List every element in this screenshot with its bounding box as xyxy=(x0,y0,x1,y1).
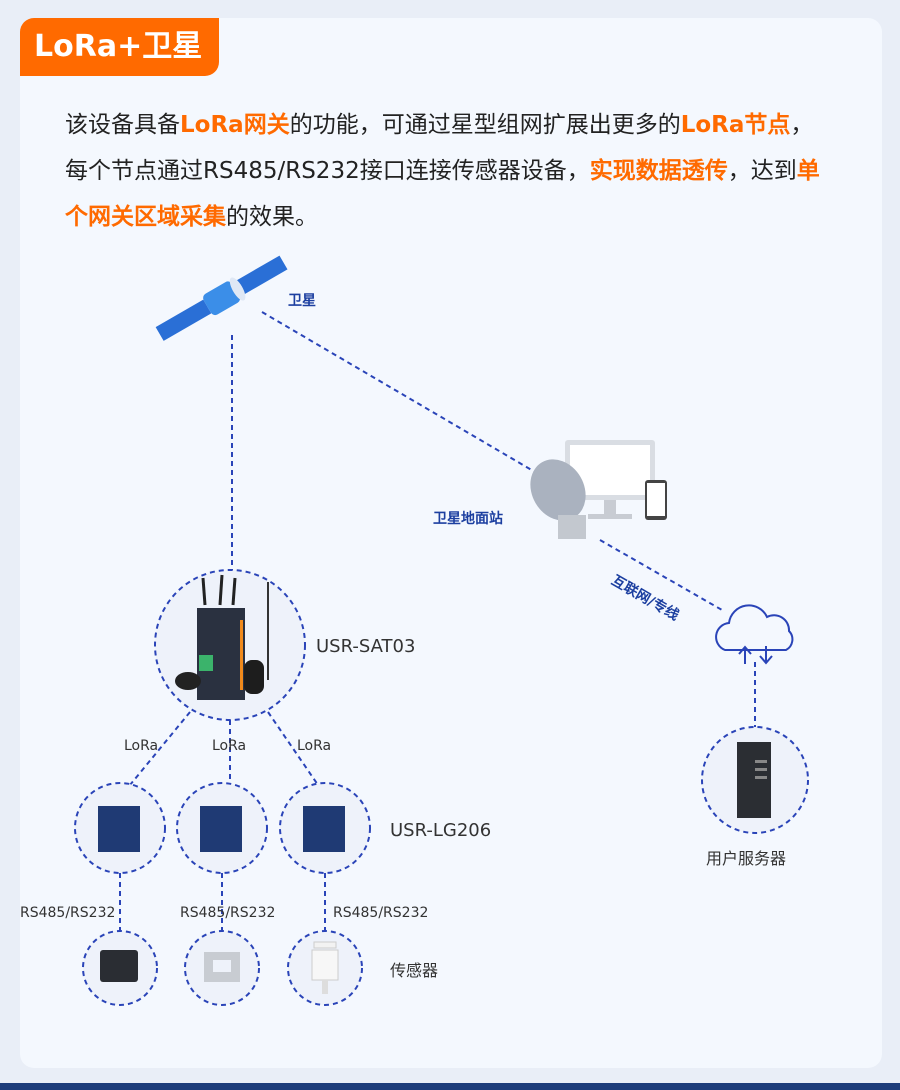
node-device-icons xyxy=(98,806,345,852)
text-seg: 的效果。 xyxy=(226,204,318,230)
highlight: 实现数据透传 xyxy=(589,158,728,184)
link-ground-cloud xyxy=(599,539,723,611)
satellite-label: 卫星 xyxy=(288,293,316,309)
link-lora-3 xyxy=(267,711,319,786)
gateway-model-label: USR-SAT03 xyxy=(316,636,416,657)
ground-station-icon xyxy=(530,440,667,539)
content-card xyxy=(20,18,882,1068)
lora-label: LoRa xyxy=(124,738,159,754)
server-label: 用户服务器 xyxy=(706,849,787,868)
text-seg: 的功能，可通过星型组网扩展出更多的 xyxy=(289,112,681,138)
section-tag: LoRa+卫星 xyxy=(20,18,219,76)
interface-label: RS485/RS232 xyxy=(333,905,429,921)
text-seg: 该设备具备 xyxy=(65,112,180,138)
text-seg: ，达到 xyxy=(727,158,797,184)
gateway-device-icon xyxy=(175,574,269,700)
lora-label: LoRa xyxy=(212,738,247,754)
text-seg: ，每个节点通过RS485/RS232接口连接传感器设备， xyxy=(65,112,814,184)
description: 该设备具备LoRa网关的功能，可通过星型组网扩展出更多的LoRa节点，每个节点通… xyxy=(65,102,825,240)
highlight: LoRa节点 xyxy=(680,112,791,138)
link-sat-ground xyxy=(261,311,536,473)
highlight: LoRa网关 xyxy=(180,112,290,138)
link-lora-1 xyxy=(129,711,191,786)
bottom-bar xyxy=(0,1083,900,1090)
interface-label: RS485/RS232 xyxy=(20,905,116,921)
cloud-icon xyxy=(715,604,794,665)
satellite-icon xyxy=(155,255,288,341)
interface-label: RS485/RS232 xyxy=(180,905,276,921)
server-icon xyxy=(737,742,771,818)
sensor-label: 传感器 xyxy=(390,961,439,980)
sensor-icons xyxy=(100,941,339,994)
node-model-label: USR-LG206 xyxy=(390,820,492,841)
ground-station-label: 卫星地面站 xyxy=(433,511,503,527)
lora-label: LoRa xyxy=(297,738,332,754)
highlight: 单个网关区域采集 xyxy=(65,158,820,230)
